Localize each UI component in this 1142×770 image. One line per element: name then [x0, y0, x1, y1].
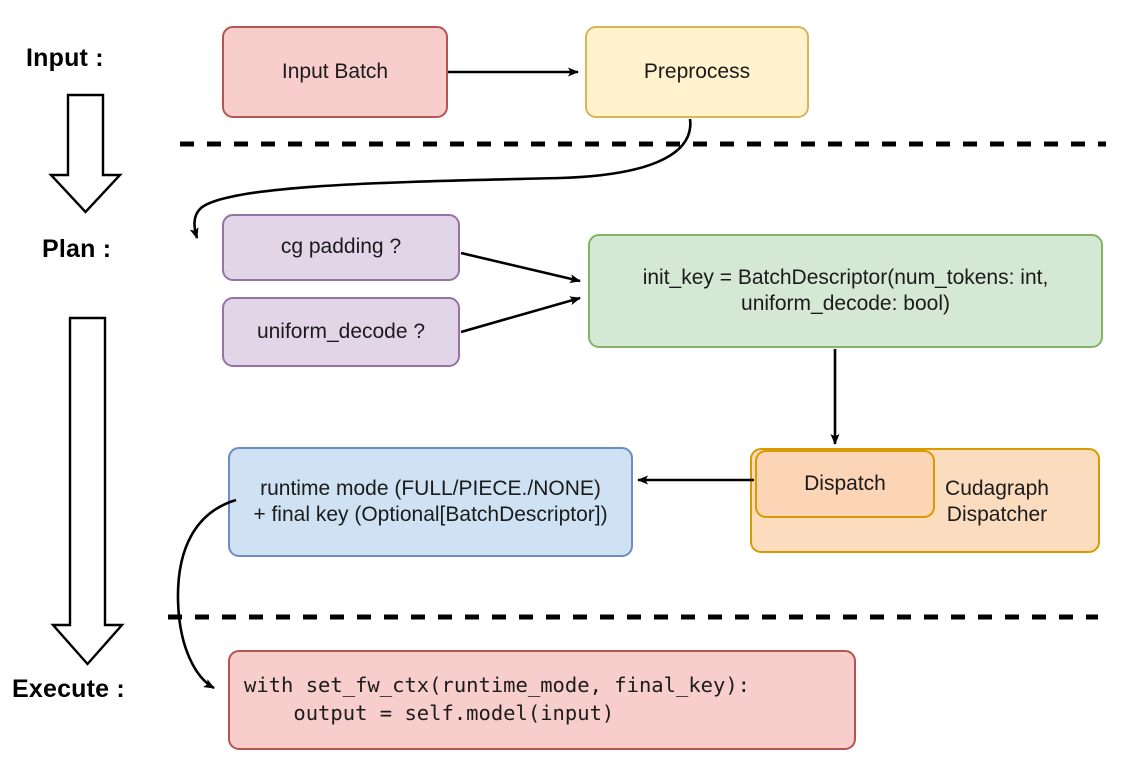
node-uniform-decode[interactable]: uniform_decode ?: [222, 297, 460, 367]
node-init-key-line2: uniform_decode: bool): [741, 292, 950, 315]
node-execute-code-line2: output = self.model(input): [244, 701, 615, 725]
node-runtime-mode-line1: runtime mode (FULL/PIECE./NONE): [260, 476, 601, 500]
node-preprocess[interactable]: Preprocess: [585, 26, 809, 118]
node-init-key[interactable]: init_key = BatchDescriptor(num_tokens: i…: [588, 234, 1103, 348]
arrow-uniform-decode-to-init-key: [460, 296, 581, 334]
stage-arrow-plan-to-execute: [50, 316, 125, 666]
node-cudagraph-dispatcher-textblock: Cudagraph Dispatcher: [912, 476, 1082, 529]
node-cudagraph-dispatcher-line1: Cudagraph: [945, 477, 1049, 500]
stage-label-execute: Execute :: [12, 675, 125, 703]
node-uniform-decode-label: uniform_decode ?: [256, 319, 426, 343]
node-execute-code-line1: with set_fw_ctx(runtime_mode, final_key)…: [244, 673, 751, 698]
node-cg-padding-label: cg padding ?: [280, 235, 402, 259]
node-cg-padding[interactable]: cg padding ?: [222, 214, 460, 281]
node-cudagraph-dispatcher-line2: Dispatcher: [946, 503, 1048, 527]
node-input-batch[interactable]: Input Batch: [222, 26, 448, 118]
arrow-cg-padding-to-init-key: [460, 251, 581, 284]
node-input-batch-label: Input Batch: [281, 59, 389, 83]
stage-label-input: Input :: [26, 44, 104, 72]
node-execute-code[interactable]: with set_fw_ctx(runtime_mode, final_key)…: [228, 650, 856, 750]
node-dispatch-label: Dispatch: [804, 471, 886, 495]
stage-arrow-input-to-plan: [48, 93, 123, 214]
node-runtime-mode-line2: + final key (Optional[BatchDescriptor]): [253, 503, 608, 526]
node-preprocess-label: Preprocess: [643, 59, 751, 83]
stage-label-plan: Plan :: [42, 235, 112, 263]
node-init-key-line1: init_key = BatchDescriptor(num_tokens: i…: [642, 265, 1049, 289]
node-runtime-mode[interactable]: runtime mode (FULL/PIECE./NONE) + final …: [228, 447, 633, 557]
node-dispatch[interactable]: Dispatch: [755, 450, 935, 518]
